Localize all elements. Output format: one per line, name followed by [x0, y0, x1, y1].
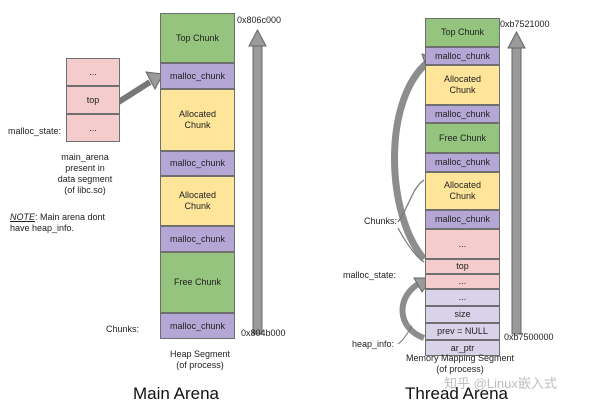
- thread-chunk-allocated-label: Allocated Chunk: [443, 180, 482, 201]
- thread-heap-info-bracket: [397, 325, 413, 345]
- thread-addr-top: 0xb7521000: [500, 19, 550, 29]
- thread-chunk-header-label: malloc_chunk: [434, 157, 491, 167]
- heap-chunk-allocated-label: Allocated Chunk: [178, 190, 217, 211]
- heap-chunk-header-label: malloc_chunk: [169, 233, 226, 244]
- heap-chunk-free: Free Chunk: [160, 252, 235, 313]
- thread-chunk-top-label: Top Chunk: [440, 27, 485, 37]
- main-heap-growth-arrow: [248, 28, 267, 335]
- thread-chunks-pointer-arrow: [397, 179, 425, 263]
- malloc-state-field-label: ...: [89, 122, 97, 133]
- thread-chunk-free-label: Free Chunk: [438, 132, 487, 143]
- caption-line: Memory Mapping Segment: [405, 353, 515, 363]
- heap-chunk-header: malloc_chunk: [160, 226, 235, 252]
- main-segment-caption: Heap Segment (of process): [150, 349, 250, 371]
- thread-chunk-state: ...: [425, 274, 500, 289]
- thread-chunk-info: prev = NULL: [425, 323, 500, 340]
- malloc-state-field: ...: [66, 58, 120, 86]
- thread-chunk-info: ar_ptr: [425, 340, 500, 356]
- malloc-state-field: ...: [66, 114, 120, 142]
- thread-chunk-info-label: ar_ptr: [450, 342, 475, 353]
- main-arena-title: Main Arena: [133, 384, 219, 403]
- note-text-line: have heap_info.: [10, 223, 75, 233]
- thread-chunk-top: Top Chunk: [425, 18, 500, 47]
- main-arena-desc-line: (of libc.so): [64, 185, 106, 195]
- heap-chunk-header: malloc_chunk: [160, 151, 235, 176]
- caption-line: (of process): [436, 364, 484, 374]
- main-addr-bottom: 0x804b000: [241, 328, 286, 338]
- thread-chunk-info: size: [425, 306, 500, 323]
- note-prefix: NOTE: [10, 212, 36, 222]
- thread-chunk-state-label: ...: [458, 238, 467, 249]
- heap-chunk-header-label: malloc_chunk: [169, 158, 226, 168]
- thread-heap-info-label: heap_info:: [352, 339, 395, 349]
- thread-addr-bottom: 0xb7500000: [504, 332, 554, 342]
- main-arena-desc-line: data segment: [57, 174, 113, 184]
- main-arena-description: main_arena present in data segment (of l…: [40, 152, 130, 196]
- thread-segment-caption: Memory Mapping Segment (of process): [400, 353, 520, 375]
- thread-mmap-growth-arrow: [507, 30, 526, 335]
- thread-arena-title: Thread Arena: [405, 384, 509, 403]
- thread-chunk-info-label: ...: [458, 292, 467, 302]
- heap-chunk-header: malloc_chunk: [160, 63, 235, 89]
- thread-chunk-header: malloc_chunk: [425, 47, 500, 65]
- main-top-pointer-arrow: [115, 71, 164, 106]
- thread-chunk-state: ...: [425, 229, 500, 259]
- main-arena-note: NOTE: Main arena dont have heap_info.: [10, 212, 140, 234]
- heap-chunk-top-label: Top Chunk: [175, 32, 220, 43]
- thread-chunk-header-label: malloc_chunk: [434, 50, 491, 61]
- heap-chunk-header-label: malloc_chunk: [169, 320, 226, 331]
- note-text-line: : Main arena dont: [35, 212, 106, 222]
- thread-chunk-free: Free Chunk: [425, 123, 500, 153]
- malloc-state-field-label: ...: [89, 66, 97, 77]
- heap-chunk-header-label: malloc_chunk: [169, 70, 226, 81]
- main-malloc-state-label: malloc_state:: [8, 126, 62, 136]
- main-addr-top: 0x806c000: [237, 15, 282, 25]
- heap-chunk-top: Top Chunk: [160, 13, 235, 63]
- thread-chunk-header-label: malloc_chunk: [434, 108, 491, 119]
- thread-chunk-state-label: ...: [458, 276, 467, 286]
- thread-chunk-state: top: [425, 259, 500, 274]
- thread-chunk-state-label: top: [456, 261, 469, 271]
- heap-chunk-free-label: Free Chunk: [173, 277, 222, 287]
- heap-chunk-header: malloc_chunk: [160, 313, 235, 339]
- heap-chunk-allocated-label: Allocated Chunk: [178, 109, 217, 130]
- malloc-state-field: top: [66, 86, 120, 114]
- caption-line: Heap Segment: [169, 349, 231, 359]
- heap-chunk-allocated: Allocated Chunk: [160, 176, 235, 226]
- watermark: 知乎 @Linux嵌入式: [444, 376, 557, 391]
- thread-chunk-info-label: prev = NULL: [437, 326, 488, 336]
- main-arena-desc-line: present in: [65, 163, 105, 173]
- caption-line: (of process): [176, 360, 224, 370]
- thread-chunk-info: ...: [425, 289, 500, 306]
- thread-chunk-allocated: Allocated Chunk: [425, 65, 500, 105]
- thread-chunk-info-label: size: [454, 309, 471, 319]
- thread-chunks-label: Chunks:: [364, 216, 398, 226]
- main-chunks-label: Chunks:: [106, 324, 140, 334]
- thread-chunk-header: malloc_chunk: [425, 210, 500, 229]
- main-arena-desc-line: main_arena: [61, 152, 109, 162]
- thread-chunk-header-label: malloc_chunk: [434, 214, 491, 224]
- thread-chunk-allocated-label: Allocated Chunk: [443, 74, 482, 95]
- thread-chunk-header: malloc_chunk: [425, 153, 500, 172]
- thread-chunk-allocated: Allocated Chunk: [425, 172, 500, 210]
- malloc-state-field-label: top: [86, 94, 100, 105]
- thread-chunk-header: malloc_chunk: [425, 105, 500, 123]
- heap-chunk-allocated: Allocated Chunk: [160, 89, 235, 151]
- thread-malloc-state-label: malloc_state:: [343, 270, 397, 280]
